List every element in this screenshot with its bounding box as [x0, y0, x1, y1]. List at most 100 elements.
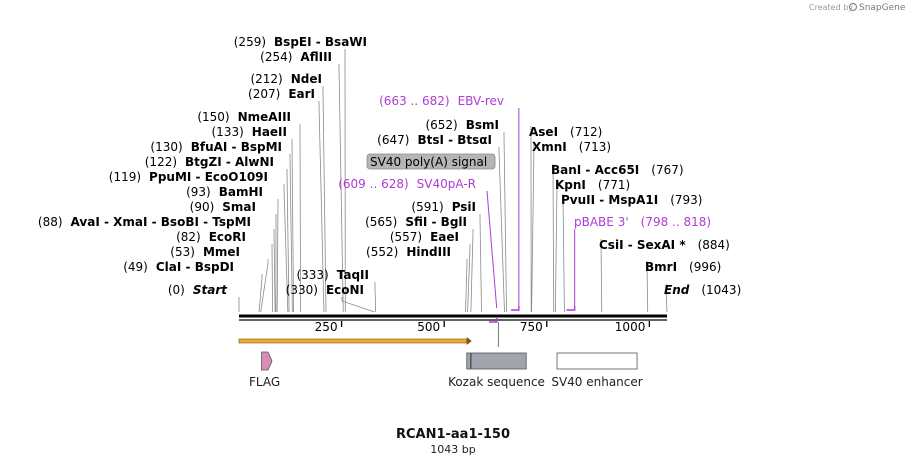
site-label-econi[interactable]: (330)EcoNI: [286, 283, 364, 297]
sv40-polya-label: SV40 poly(A) signal: [370, 155, 487, 169]
site-enzyme-name: BanI - Acc65I: [551, 163, 639, 177]
site-position: (793): [670, 193, 702, 207]
site-position: (259): [234, 35, 266, 49]
feature-kozak-sequence[interactable]: Kozak sequence: [448, 352, 545, 389]
site-position: (652): [425, 118, 457, 132]
site-label-asei[interactable]: AseI (712): [529, 125, 602, 139]
site-position: (82): [176, 230, 201, 244]
site-position: (557): [390, 230, 422, 244]
svg-text:BmrI(996): BmrI(996): [645, 260, 721, 274]
orf-arrow-icon: [466, 337, 472, 345]
site-label-smai[interactable]: (90)SmaI: [190, 200, 256, 214]
site-enzyme-name: BamHI: [219, 185, 263, 199]
svg-text:XmnI(713): XmnI(713): [532, 140, 611, 154]
orf-bar-body[interactable]: [238, 338, 468, 344]
site-label-sfii[interactable]: (565) SfiI - BglI: [365, 215, 467, 229]
site-label-haeii[interactable]: (133)HaeII: [212, 125, 288, 139]
site-leader: [318, 101, 325, 313]
svg-text:(130)BfuAI - BspMI: (130)BfuAI - BspMI: [150, 140, 282, 154]
site-label-nmeaiii[interactable]: (150)NmeAIII: [197, 110, 291, 124]
sv40-polya-callout[interactable]: SV40 poly(A) signal: [366, 153, 496, 170]
site-position: (565): [365, 215, 397, 229]
svg-text:(90)SmaI: (90)SmaI: [190, 200, 256, 214]
site-label-eaei[interactable]: (557) EaeI: [390, 230, 459, 244]
site-label-bspei[interactable]: (259)BspEI - BsaWI: [234, 35, 367, 49]
site-enzyme-name: AvaI - XmaI - BsoBI - TspMI: [71, 215, 251, 229]
site-label-bfuai[interactable]: (130)BfuAI - BspMI: [150, 140, 282, 154]
site-leader: [646, 261, 649, 313]
primer-sv40pa-r[interactable]: (609 .. 628)SV40pA-R: [338, 177, 498, 323]
svg-text:End(1043): End(1043): [664, 283, 741, 297]
feature-box: [556, 352, 638, 370]
primer-pbabe-3[interactable]: pBABE 3'(798 .. 818): [566, 215, 711, 311]
site-enzyme-name: AflIII: [300, 50, 332, 64]
feature-track[interactable]: FLAG Kozak sequence SV40 enhancer: [249, 322, 643, 389]
site-enzyme-name: SmaI: [222, 200, 256, 214]
feature-label: Kozak sequence: [448, 375, 545, 389]
site-label-taqii[interactable]: (333)TaqII: [296, 268, 369, 282]
site-enzyme-name: EaeI: [430, 230, 459, 244]
primer-label: (663 .. 682)EBV-rev: [379, 94, 504, 108]
site-enzyme-name: KpnI: [555, 178, 586, 192]
site-enzyme-name: Start: [193, 283, 228, 297]
snapgene-logo-icon: [848, 2, 858, 12]
plasmid-name: RCAN1-aa1-150: [396, 427, 510, 442]
site-label-avai[interactable]: (88)AvaI - XmaI - BsoBI - TspMI: [38, 215, 251, 229]
site-label-pvuii[interactable]: PvuII - MspA1I (793): [561, 193, 702, 207]
credit-text: Created by: [809, 3, 853, 12]
site-label-afliii[interactable]: (254) AflIII: [260, 50, 332, 64]
site-label-mmei[interactable]: (53)MmeI: [170, 245, 240, 259]
site-label-xmni[interactable]: XmnI(713): [532, 140, 611, 154]
site-enzyme-name: SfiI - BglI: [405, 215, 467, 229]
svg-text:PvuII - MspA1I(793): PvuII - MspA1I (793): [561, 193, 702, 207]
site-label-btgzi[interactable]: (122)BtgZI - AlwNI: [145, 155, 274, 169]
feature-arrow: [261, 351, 273, 371]
site-label-bani[interactable]: BanI - Acc65I (767): [551, 163, 684, 177]
site-label-kpni[interactable]: KpnI(771): [555, 178, 630, 192]
site-position: (150): [197, 110, 229, 124]
site-label-ecori[interactable]: (82)EcoRI: [176, 230, 246, 244]
site-label-end[interactable]: End(1043): [664, 283, 741, 297]
site-position: (647): [377, 133, 409, 147]
site-label-bmri[interactable]: BmrI(996): [645, 260, 721, 274]
orf-bar[interactable]: [238, 337, 472, 345]
site-label-clai[interactable]: (49)ClaI - BspDI: [123, 260, 234, 274]
svg-text:(207)EarI: (207)EarI: [248, 87, 315, 101]
site-enzyme-name: AseI: [529, 125, 558, 139]
site-label-hindiii[interactable]: (552)HindIII: [366, 245, 451, 259]
site-leader: [465, 259, 468, 313]
svg-text:(647)BtsI - BtsαI: (647)BtsI - BtsαI: [377, 133, 492, 147]
site-position: (767): [651, 163, 683, 177]
site-leader-lines: [238, 49, 668, 313]
site-label-csii[interactable]: CsiI - SexAI *(884): [599, 238, 730, 252]
site-enzyme-name: XmnI: [532, 140, 567, 154]
svg-text:(652)BsmI: (652)BsmI: [425, 118, 499, 132]
site-label-eari[interactable]: (207)EarI: [248, 87, 315, 101]
site-label-start[interactable]: (0)Start: [168, 283, 228, 297]
site-position: (254): [260, 50, 292, 64]
site-leader: [291, 139, 294, 313]
svg-text:KpnI(771): KpnI(771): [555, 178, 630, 192]
site-label-btsi[interactable]: (647)BtsI - BtsαI: [377, 133, 492, 147]
site-leader: [470, 229, 474, 313]
site-label-psii[interactable]: (591)PsiI: [411, 200, 476, 214]
primer-ebv-rev[interactable]: (663 .. 682)EBV-rev: [379, 94, 520, 311]
site-position: (712): [570, 125, 602, 139]
site-enzyme-name: PvuII - MspA1I: [561, 193, 658, 207]
feature-sv40-enhancer[interactable]: SV40 enhancer: [551, 352, 643, 389]
site-label-bsmi[interactable]: (652)BsmI: [425, 118, 499, 132]
primer-label: pBABE 3'(798 .. 818): [574, 215, 711, 229]
primer-label: (609 .. 628)SV40pA-R: [338, 177, 476, 191]
site-leader: [467, 244, 471, 313]
site-enzyme-name: NdeI: [291, 72, 322, 86]
site-position: (333): [296, 268, 328, 282]
feature-flag[interactable]: FLAG: [249, 351, 280, 389]
svg-text:(333)TaqII: (333)TaqII: [296, 268, 369, 282]
site-label-bamhi[interactable]: (93)BamHI: [186, 185, 263, 199]
site-leader: [665, 284, 668, 313]
site-leader: [374, 282, 377, 313]
site-label-ppumi[interactable]: (119)PpuMI - EcoO109I: [109, 170, 268, 184]
site-leader: [322, 86, 327, 313]
site-label-ndei[interactable]: (212)NdeI: [250, 72, 322, 86]
